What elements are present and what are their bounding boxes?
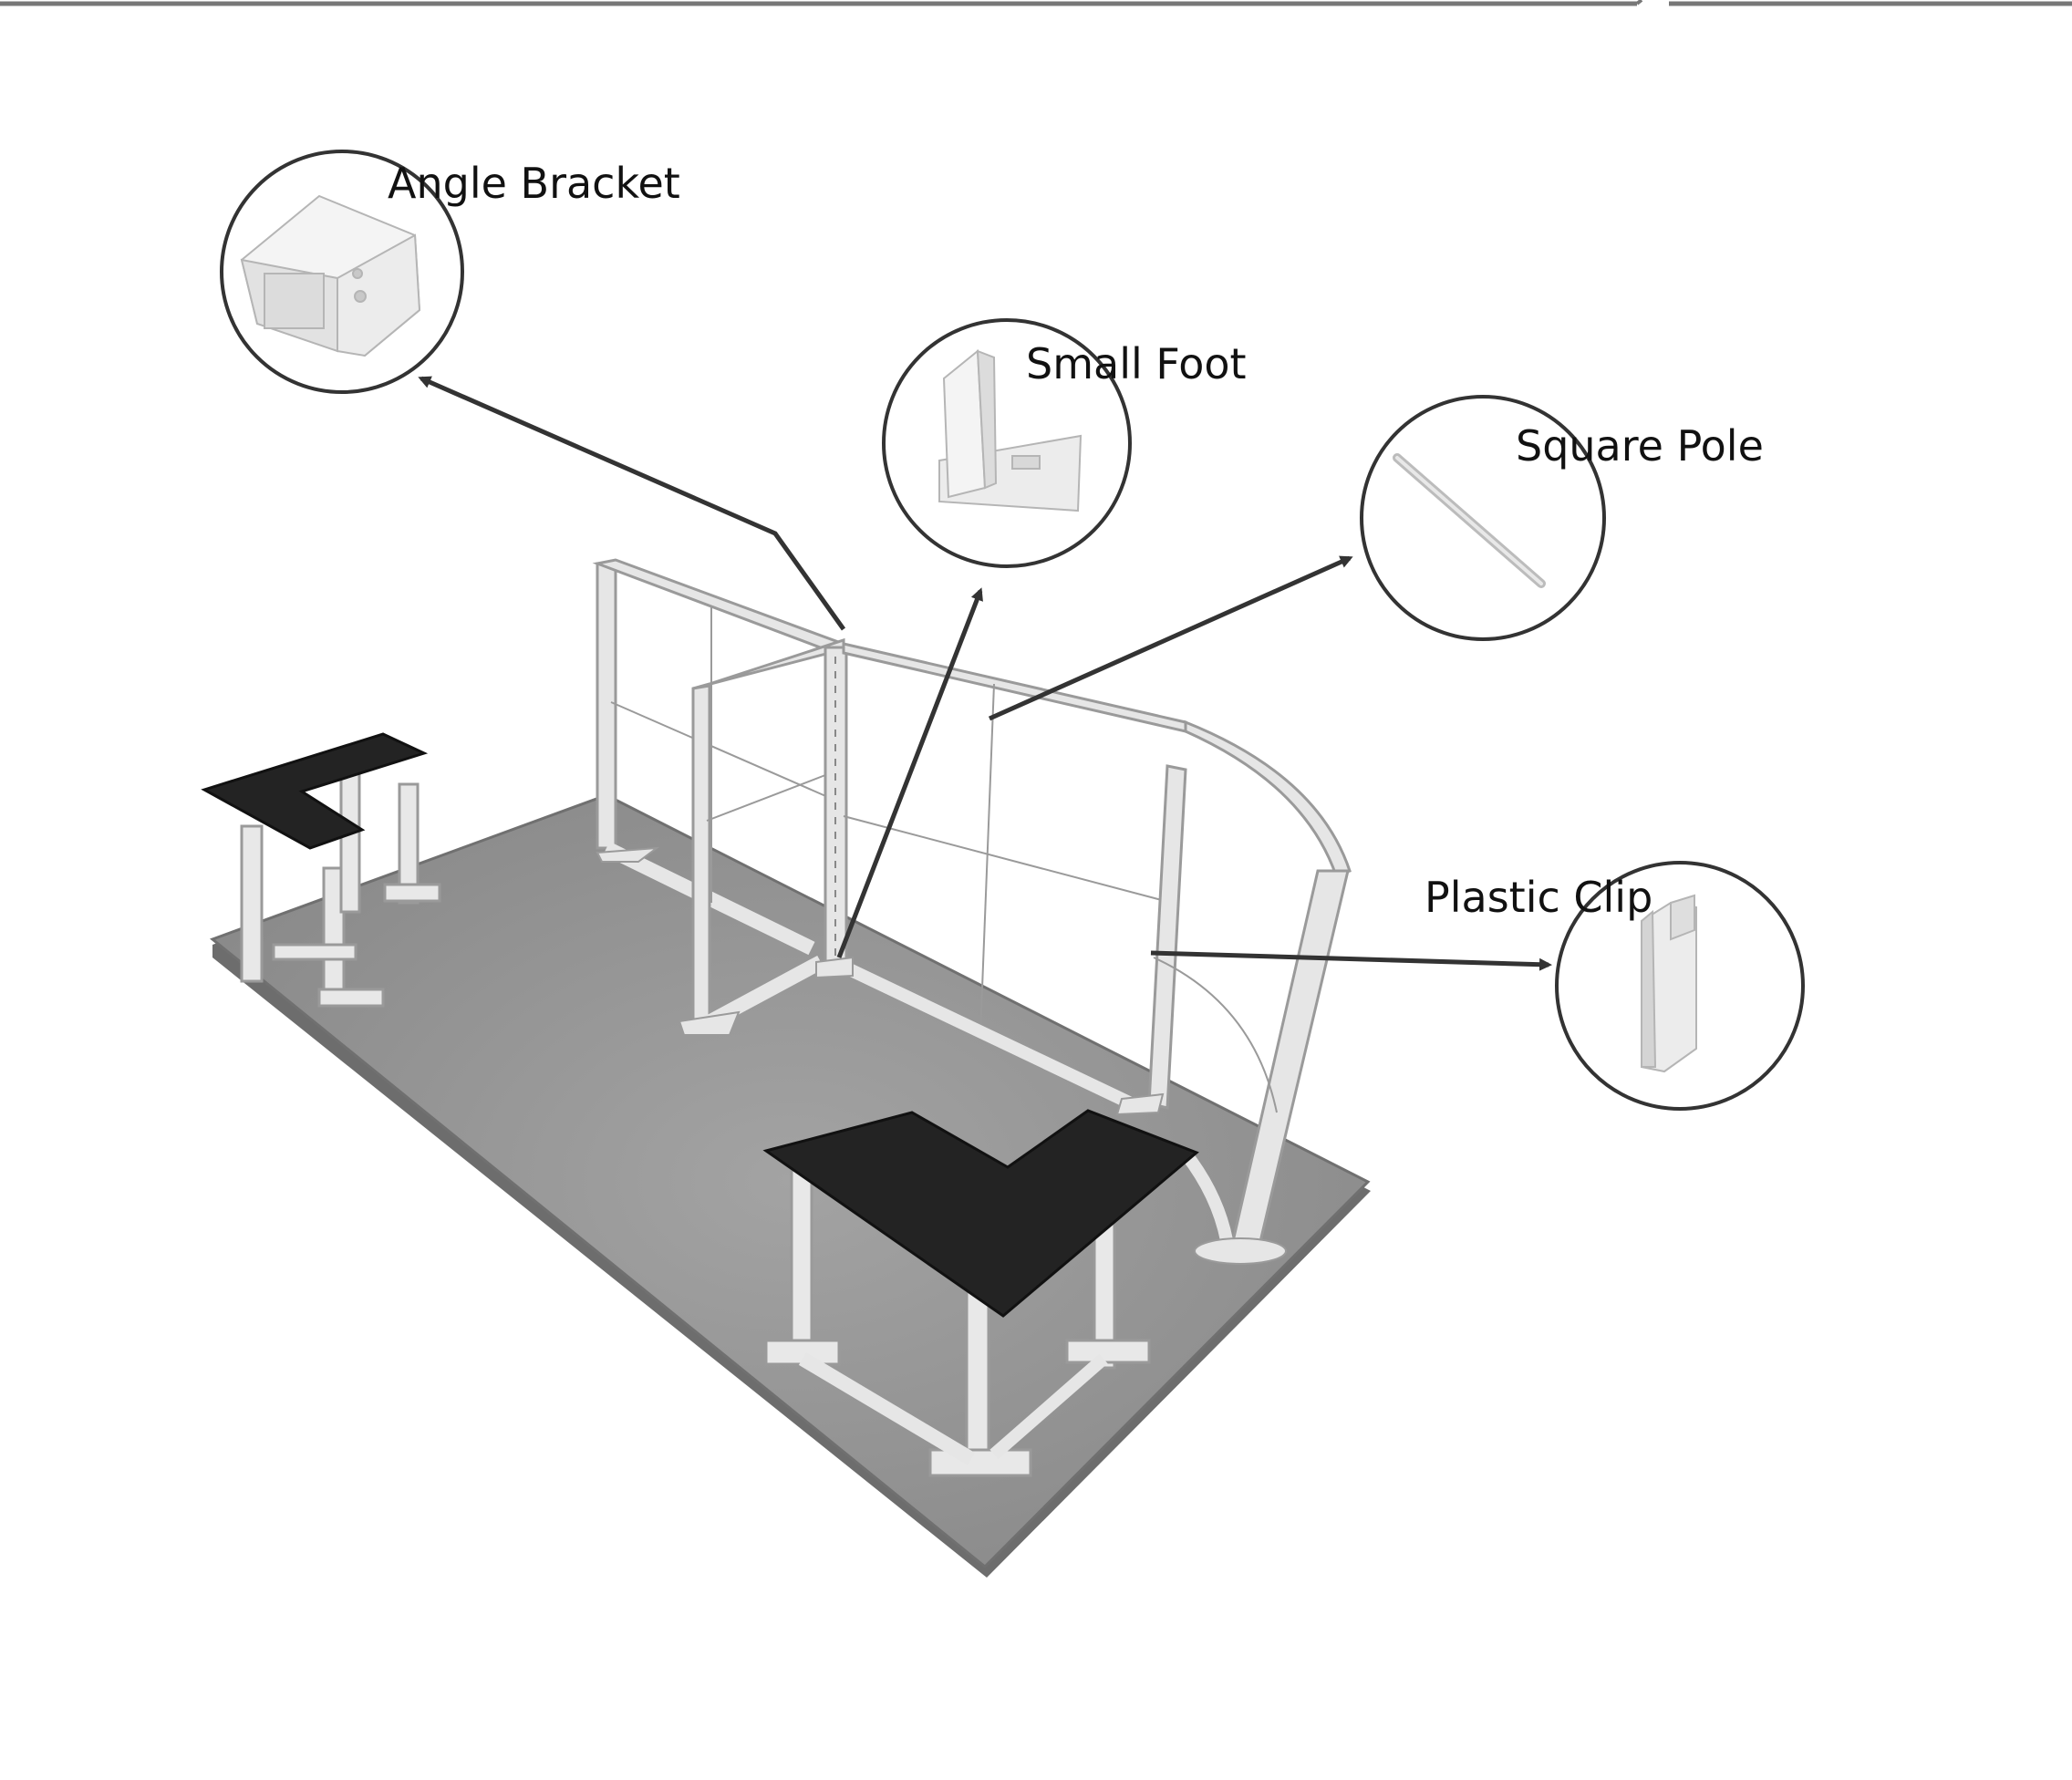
- small-foot-icon: [938, 348, 1083, 512]
- square-pole-callout: Square Pole: [1360, 395, 1764, 641]
- angle-bracket-label: Angle Bracket: [388, 159, 680, 208]
- plastic-clip-callout: Plastic Clip: [1424, 861, 1805, 1111]
- back-wall-frame: [592, 558, 1352, 1265]
- square-pole-icon: [1393, 453, 1546, 588]
- angle-bracket-icon: [240, 194, 421, 357]
- plastic-clip-label: Plastic Clip: [1424, 873, 1652, 922]
- callout-arrows: [418, 376, 1552, 971]
- left-counter: [201, 732, 441, 1008]
- plastic-clip-icon: [1641, 894, 1697, 1073]
- angle-bracket-callout: Angle Bracket: [220, 150, 680, 394]
- small-foot-label: Small Foot: [1026, 339, 1247, 388]
- front-counter: [762, 1109, 1199, 1477]
- top-border: [0, 0, 2072, 6]
- square-pole-label: Square Pole: [1516, 421, 1764, 471]
- small-foot-callout: Small Foot: [882, 318, 1247, 568]
